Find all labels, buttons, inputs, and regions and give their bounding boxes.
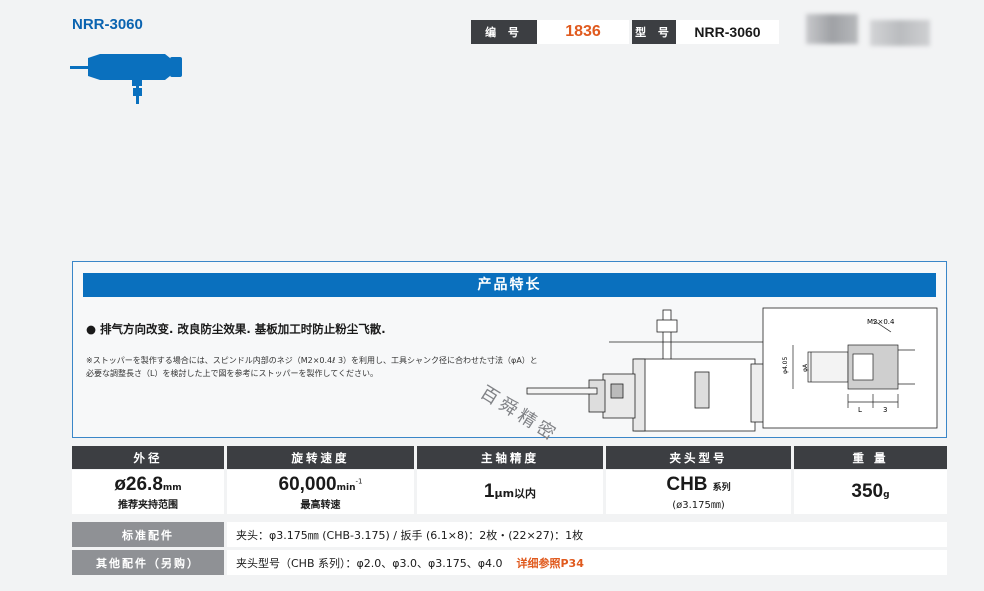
outer-dia-label: φ4.05	[782, 357, 789, 375]
length-3-label: 3	[883, 406, 887, 414]
spec-header-speed: 旋转速度	[227, 446, 414, 469]
thread-label: M2×0.4	[867, 318, 895, 326]
optional-accessories-label: 其他配件（另购）	[72, 550, 224, 575]
optional-accessories-row: 其他配件（另购） 夹头型号（CHB 系列）：φ2.0、φ3.0、φ3.175、φ…	[72, 550, 947, 575]
number-value: 1836	[537, 20, 629, 44]
blurred-region	[806, 14, 858, 44]
spec-header-precision: 主轴精度	[417, 446, 603, 469]
spec-header-outer-dia: 外径	[72, 446, 224, 469]
feature-bullet-text: 排气方向改变. 改良防尘效果. 基板加工时防止粉尘飞散.	[100, 322, 386, 336]
outer-dia-value: ø26.8	[114, 473, 163, 495]
weight-unit: g	[883, 490, 890, 500]
model-title: NRR-3060	[72, 16, 143, 33]
note-line-1: ※ストッパーを製作する場合には、スピンドル内部のネジ（M2×0.4ℓ 3）を利用…	[86, 356, 538, 365]
speed-value: 60,000	[278, 473, 337, 495]
spec-weight: 350g	[794, 470, 947, 514]
precision-unit: μm以内	[494, 487, 537, 500]
optional-accessories-cell: 夹头型号（CHB 系列）：φ2.0、φ3.0、φ3.175、φ4.0 详细参照P…	[227, 550, 947, 575]
spec-precision: 1μm以内	[417, 470, 603, 514]
header-info-bar: 编 号 1836 型 号 NRR-3060	[471, 20, 779, 44]
spec-header-collet: 夹头型号	[606, 446, 791, 469]
spec-outer-dia: ø26.8mm 推荐夹持范围	[72, 470, 224, 514]
standard-accessories-label: 标准配件	[72, 522, 224, 547]
feature-bullet: ● 排气方向改变. 改良防尘效果. 基板加工时防止粉尘飞散.	[86, 322, 386, 336]
spindle-thumbnail-icon	[70, 54, 182, 104]
precision-value: 1	[483, 481, 495, 502]
feature-note: ※ストッパーを製作する場合には、スピンドル内部のネジ（M2×0.4ℓ 3）を利用…	[86, 354, 566, 380]
features-panel: 产品特长 ● 排气方向改变. 改良防尘效果. 基板加工时防止粉尘飞散. ※ストッ…	[72, 261, 947, 438]
speed-unit: min	[336, 482, 356, 493]
dia-a-label: φA	[802, 363, 809, 372]
type-label: 型 号	[632, 20, 676, 44]
standard-accessories-row: 标准配件 夹头：φ3.175㎜ (CHB-3.175) / 扳手 (6.1×8)…	[72, 522, 947, 547]
spec-value-row: ø26.8mm 推荐夹持范围 60,000min-1 最高转速 1μm以内 CH…	[72, 470, 947, 514]
collet-sub: (ø3.175㎜)	[672, 499, 725, 511]
spec-table: 外径 旋转速度 主轴精度 夹头型号 重 量 ø26.8mm 推荐夹持范围 60,…	[72, 446, 947, 514]
spec-header-weight: 重 量	[794, 446, 947, 469]
reference-link[interactable]: 详细参照P34	[516, 556, 584, 570]
speed-sub: 最高转速	[300, 499, 341, 511]
note-line-2: 必要な調整長さ（L）を検討した上で図を参考にストッパーを製作してください。	[86, 369, 378, 378]
spindle-diagram: M2×0.4 φ4.05 φA L 3	[526, 307, 938, 432]
features-title: 产品特长	[83, 273, 936, 297]
collet-value: CHB	[666, 473, 708, 495]
spec-speed: 60,000min-1 最高转速	[227, 470, 414, 514]
blurred-region	[870, 20, 930, 46]
collet-unit: 系列	[712, 482, 731, 493]
outer-dia-unit: mm	[162, 482, 182, 493]
outer-dia-sub: 推荐夹持范围	[118, 499, 178, 511]
weight-value: 350	[851, 481, 884, 502]
speed-sup: -1	[355, 477, 363, 486]
type-value: NRR-3060	[676, 20, 779, 44]
spec-collet: CHB 系列 (ø3.175㎜)	[606, 470, 791, 514]
length-label: L	[858, 406, 862, 414]
number-label: 编 号	[471, 20, 537, 44]
spec-header-row: 外径 旋转速度 主轴精度 夹头型号 重 量	[72, 446, 947, 469]
standard-accessories-value: 夹头：φ3.175㎜ (CHB-3.175) / 扳手 (6.1×8)：2枚・(…	[227, 522, 947, 547]
optional-accessories-value: 夹头型号（CHB 系列）：φ2.0、φ3.0、φ3.175、φ4.0	[236, 556, 503, 570]
